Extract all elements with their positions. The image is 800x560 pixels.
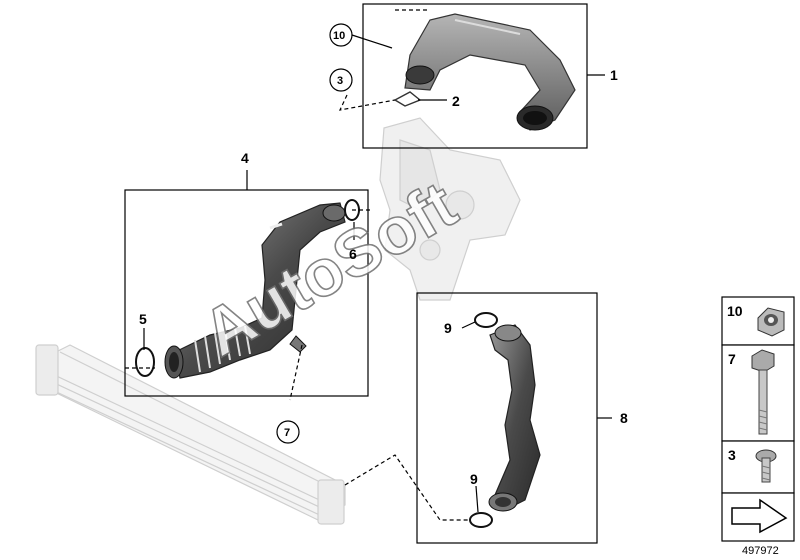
seal-ring-5[interactable] — [135, 347, 155, 377]
diagram-id: 497972 — [742, 545, 779, 557]
part-1-frame — [362, 3, 588, 149]
callout-5: 5 — [139, 311, 147, 327]
collar-nut-icon — [757, 307, 785, 337]
hardware-legend: 10 7 3 — [721, 296, 795, 542]
charge-air-hose-4[interactable] — [164, 202, 346, 379]
callout-1: 1 — [610, 67, 618, 83]
callout-6: 6 — [349, 246, 357, 262]
callout-4: 4 — [241, 150, 249, 166]
ghost-intercooler — [35, 344, 346, 525]
callout-9-top: 9 — [444, 320, 452, 336]
legend-label-10: 10 — [727, 303, 743, 319]
callout-2: 2 — [452, 93, 460, 109]
screw-icon — [755, 449, 777, 483]
clamp-7[interactable] — [289, 335, 307, 353]
legend-cell-3 — [721, 440, 795, 494]
pipe-seal-ring[interactable] — [393, 91, 422, 107]
callout-8: 8 — [620, 410, 628, 426]
hex-bolt-icon — [751, 349, 775, 435]
charge-air-pipe[interactable] — [404, 13, 576, 131]
callout-7: 7 — [284, 427, 290, 439]
callout-10-circle — [329, 23, 353, 47]
charge-air-hose-8[interactable] — [488, 324, 541, 512]
leader-lines — [143, 34, 612, 513]
seal-ring-9-top[interactable] — [474, 312, 498, 328]
seal-ring-9-bottom[interactable] — [469, 512, 493, 528]
connection-lines — [125, 9, 470, 521]
callout-9-bottom: 9 — [470, 471, 478, 487]
callout-3-circle — [329, 68, 353, 92]
callout-10: 10 — [333, 30, 345, 42]
ghost-turbocharger — [379, 117, 521, 301]
orientation-arrow-icon — [731, 498, 788, 534]
callout-7-circle — [276, 420, 300, 444]
callout-3: 3 — [337, 75, 343, 87]
legend-label-3: 3 — [728, 447, 736, 463]
legend-label-7: 7 — [728, 351, 736, 367]
